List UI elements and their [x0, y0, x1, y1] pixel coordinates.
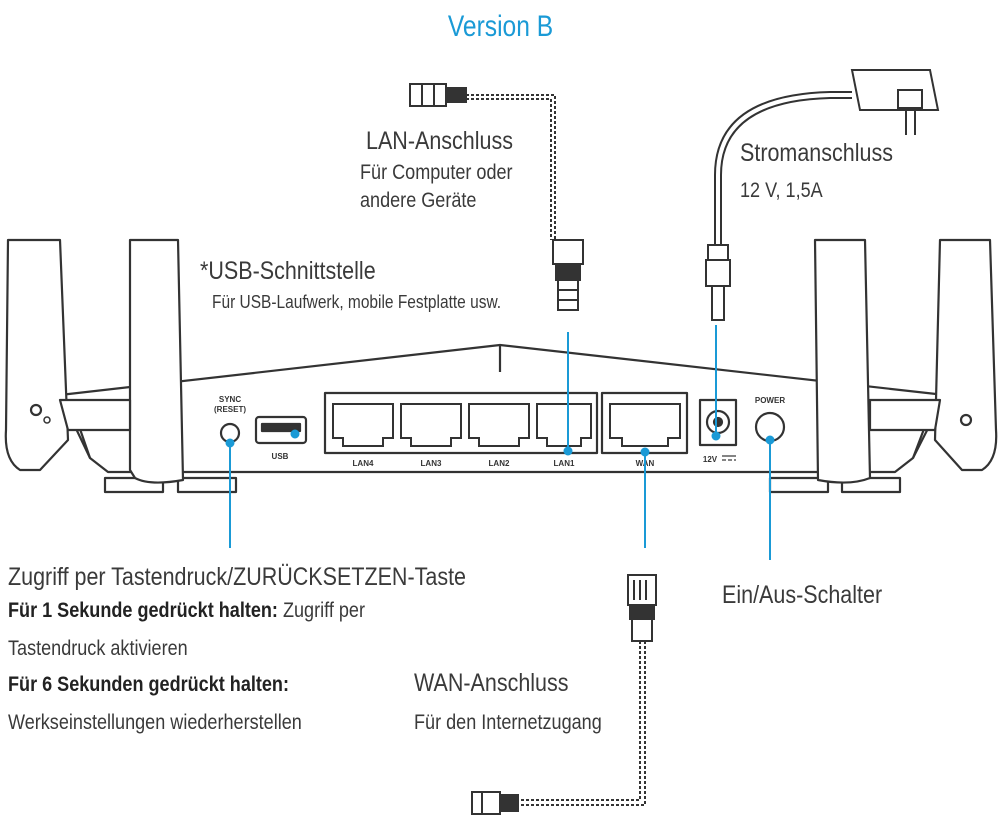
wan-plug-bottom [471, 791, 501, 815]
antenna-right-inner [813, 238, 872, 484]
panel-lan2-label: LAN2 [489, 459, 510, 468]
lan-plug-top [409, 83, 447, 107]
sync-title: Zugriff per Tastendruck/ZURÜCKSETZEN-Tas… [8, 563, 467, 591]
antenna-left-joint [58, 398, 132, 432]
switch-title: Ein/Aus-Schalter [722, 581, 883, 609]
panel-lan4-label: LAN4 [353, 459, 374, 468]
lan-port-group [323, 391, 599, 455]
wan-cable [471, 574, 657, 815]
lan2-port [468, 403, 530, 447]
lan-plug-bottom [552, 239, 584, 265]
antenna-right-outer-hinge [959, 413, 973, 427]
panel-lan1-label: LAN1 [554, 459, 575, 468]
power-title: Stromanschluss [740, 139, 893, 167]
power-cable [705, 69, 940, 321]
wan-plug-top [627, 574, 657, 606]
sync-1s-line2: Tastendruck aktivieren [8, 637, 188, 660]
antenna-right-joint [868, 398, 942, 432]
lan-title: LAN-Anschluss [366, 127, 513, 155]
lan-desc-line2: andere Geräte [360, 189, 477, 212]
lan3-port [400, 403, 462, 447]
lan-desc-line1: Für Computer oder [360, 161, 513, 184]
panel-sync-label: SYNC [219, 395, 241, 404]
power-adapter [850, 69, 940, 111]
diagram-title: Version B [447, 10, 554, 43]
antenna-left-inner [128, 238, 185, 484]
lan1-port [536, 403, 592, 447]
lan4-port [332, 403, 394, 447]
antenna-right-outer [933, 238, 998, 472]
usb-leader-dot [290, 429, 300, 439]
router-foot-left-2 [176, 476, 238, 494]
panel-power-label: POWER [755, 396, 785, 405]
lan-cable [409, 83, 584, 311]
panel-reset-label: (RESET) [214, 405, 246, 414]
wan-title: WAN-Anschluss [414, 669, 569, 697]
usb-desc: Für USB-Laufwerk, mobile Festplatte usw. [212, 292, 502, 312]
sync-6s-line2: Werkseinstellungen wiederherstellen [8, 711, 302, 734]
dc-jack-frame [698, 398, 738, 447]
power-spec: 12 V, 1,5A [740, 179, 823, 202]
sync-6s-bold: Für 6 Sekunden gedrückt halten: [8, 673, 289, 696]
router-top-edge [59, 343, 946, 397]
antenna-left-outer [4, 238, 70, 472]
sync-1s-rest: Zugriff per [277, 599, 365, 622]
panel-lan3-label: LAN3 [421, 459, 442, 468]
wan-port-frame [600, 391, 689, 455]
rj45-ports [332, 403, 681, 447]
antenna-left-outer-hinge [29, 403, 43, 417]
sync-1s-bold: Für 1 Sekunde gedrückt halten: [8, 599, 278, 622]
wan-port [609, 403, 681, 447]
usb-title: *USB-Schnittstelle [200, 257, 376, 285]
wan-desc: Für den Internetzugang [414, 711, 602, 734]
panel-usb-label: USB [272, 452, 289, 461]
leader-lines [225, 325, 775, 560]
sync-1s-line: Für 1 Sekunde gedrückt halten: Zugriff p… [8, 598, 365, 623]
usb-port [254, 415, 308, 445]
router-front-panel [68, 399, 937, 459]
panel-12v-label: 12V [703, 455, 718, 464]
